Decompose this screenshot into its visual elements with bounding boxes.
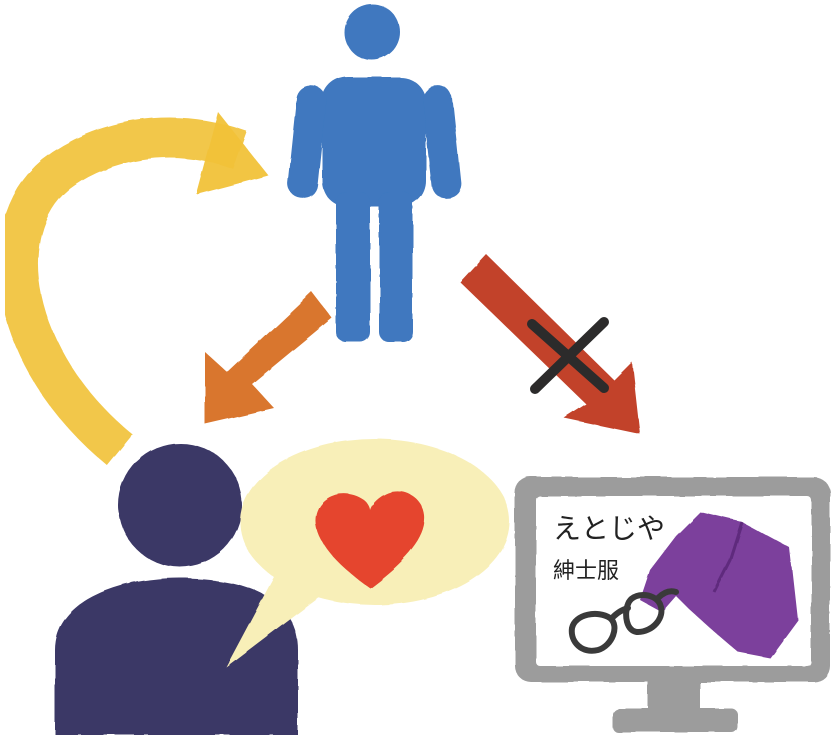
orange-arrow (205, 292, 332, 424)
jacket-icon (640, 512, 798, 658)
standing-person-icon (287, 4, 462, 342)
cross-mark-icon (527, 317, 609, 394)
brand-name-text: えとじや (553, 512, 665, 545)
category-text: 紳士服 (553, 559, 619, 584)
heart-icon (315, 491, 426, 588)
speaking-person-icon (55, 443, 298, 735)
glasses-icon (568, 588, 679, 654)
yellow-curved-arrow (0, 112, 268, 466)
